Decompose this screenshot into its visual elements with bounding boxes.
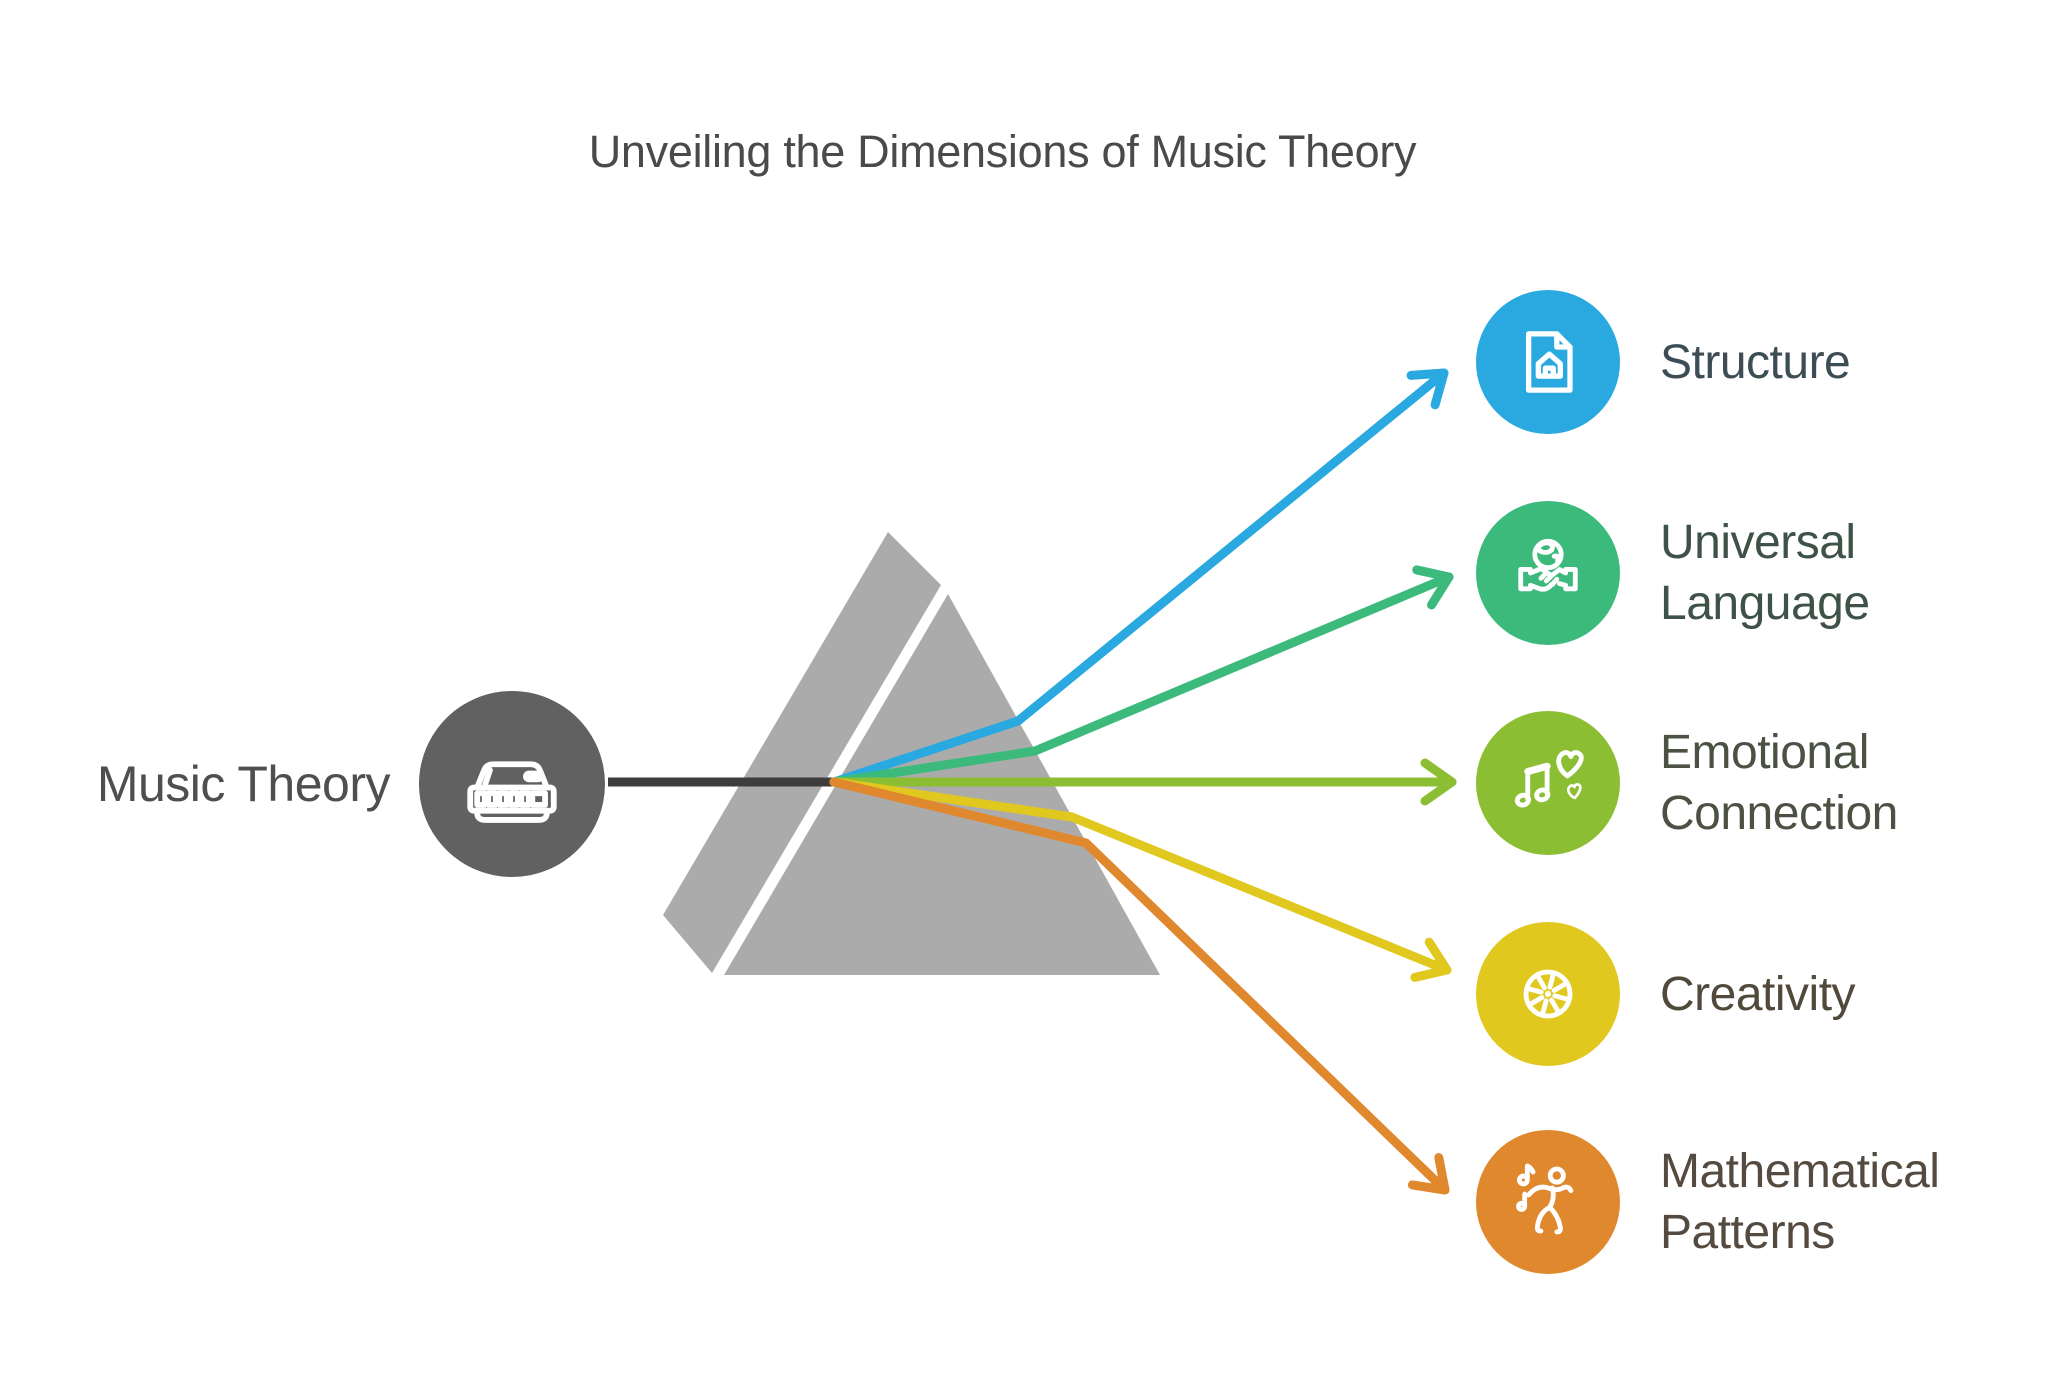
ray-creativity xyxy=(829,777,1452,975)
refracted-rays xyxy=(829,368,1457,1195)
notes-hearts-icon xyxy=(1514,750,1584,808)
citrus-center-dot xyxy=(1544,990,1552,998)
arrowhead-mathematical-patterns xyxy=(1407,1153,1450,1195)
arrowhead-universal-language xyxy=(1412,565,1454,610)
spoke-label-structure: Structure xyxy=(1660,335,1851,389)
page-title: Unveiling the Dimensions of Music Theory xyxy=(588,126,1417,177)
globe-handshake-icon xyxy=(1518,538,1578,592)
arrowhead-structure xyxy=(1406,368,1449,410)
prism-left-shard xyxy=(663,532,941,973)
spoke-label-creativity: Creativity xyxy=(1660,967,1856,1021)
ray-universal-language xyxy=(829,572,1454,787)
citrus-wheel-icon xyxy=(1523,969,1573,1019)
harmonica-icon xyxy=(467,761,557,823)
document-home-icon xyxy=(1526,331,1573,393)
ray-mathematical-patterns xyxy=(829,777,1450,1195)
arrowhead-emotional-connection xyxy=(1420,758,1457,806)
spoke-node-structure xyxy=(1476,290,1620,434)
arrowhead-creativity xyxy=(1410,937,1452,982)
spoke-label-universal-language: Universal Language xyxy=(1660,516,1870,630)
spoke-label-mathematical-patterns: Mathematical Patterns xyxy=(1660,1145,1940,1259)
source-node-circle xyxy=(419,691,605,877)
source-label: Music Theory xyxy=(96,756,391,812)
spoke-node-emotional-connection xyxy=(1476,711,1620,855)
spoke-node-creativity xyxy=(1476,922,1620,1066)
spoke-label-emotional-connection: Emotional Connection xyxy=(1660,726,1898,840)
spoke-node-universal-language xyxy=(1476,501,1620,645)
spoke-node-mathematical-patterns xyxy=(1476,1130,1620,1274)
ray-structure xyxy=(829,368,1449,787)
dancer-notes-icon xyxy=(1516,1163,1574,1235)
